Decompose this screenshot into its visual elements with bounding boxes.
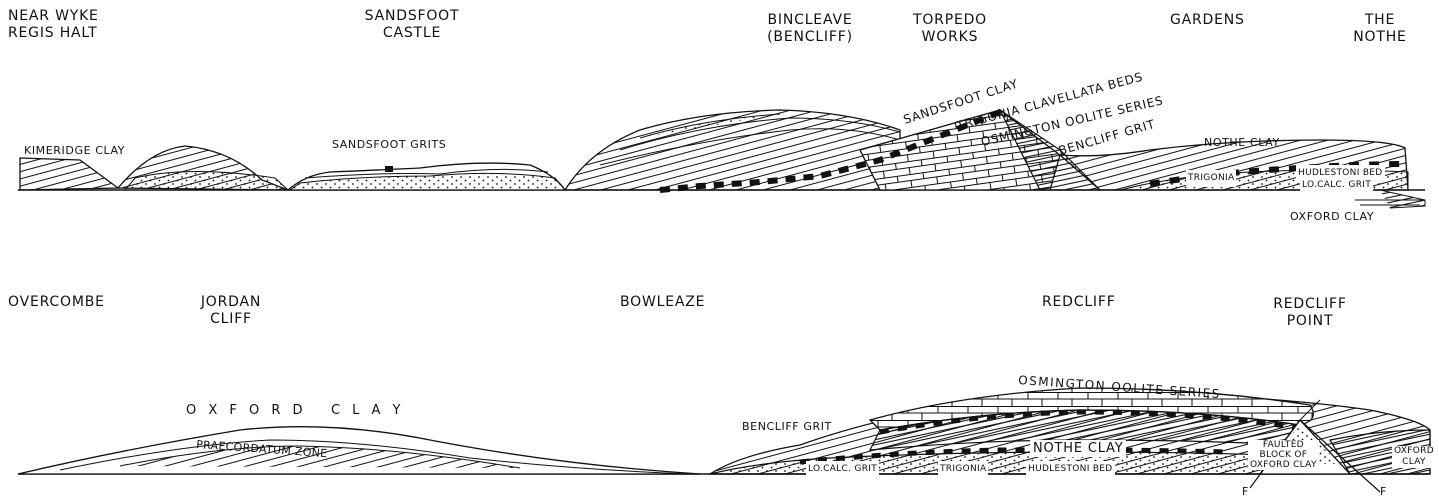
label-bencliff-grit-bottom: BENCLIFF GRIT <box>742 418 832 435</box>
label-faulted-line2: BLOCK OF <box>1250 450 1317 460</box>
label-trigonia-top: TRIGONIA <box>1186 170 1236 187</box>
label-fault-west: F <box>1242 483 1249 500</box>
label-nothe-clay-bottom: NOTHE CLAY <box>1030 440 1126 457</box>
place-near-wyke: NEAR WYKE REGIS HALT <box>8 8 99 42</box>
label-lo-calc-grit-bottom: LO.CALC. GRIT <box>806 461 879 478</box>
place-jordan-cliff: JORDAN CLIFF <box>186 294 276 328</box>
place-bincleave-line1: BINCLEAVE <box>755 12 865 29</box>
top-section <box>18 110 1425 208</box>
label-fault-east: F <box>1380 483 1387 500</box>
place-sandsfoot-line1: SANDSFOOT <box>352 8 472 25</box>
place-redcliff-point: REDCLIFF POINT <box>1255 296 1365 330</box>
place-torpedo-line2: WORKS <box>905 29 995 46</box>
label-hudlestoni-bottom: HUDLESTONI BED <box>1026 461 1115 478</box>
place-near-wyke-line1: NEAR WYKE <box>8 8 99 25</box>
place-redcliff-point-line2: POINT <box>1255 313 1365 330</box>
label-oxford-clay-bottom: O X F O R D C L A Y <box>186 402 405 419</box>
label-oxford-right-line1: OXFORD <box>1394 446 1434 457</box>
place-torpedo-line1: TORPEDO <box>905 12 995 29</box>
label-oxford-clay-right: OXFORD CLAY <box>1392 446 1436 468</box>
place-near-wyke-line2: REGIS HALT <box>8 25 99 42</box>
place-torpedo-works: TORPEDO WORKS <box>905 12 995 46</box>
label-nothe-clay-top: NOTHE CLAY <box>1204 134 1280 151</box>
label-faulted-line3: OXFORD CLAY <box>1250 460 1317 470</box>
place-bowleaze: BOWLEAZE <box>620 294 705 311</box>
castle-marker <box>385 166 393 172</box>
label-trigonia-bottom: TRIGONIA <box>938 461 988 478</box>
place-redcliff-point-line1: REDCLIFF <box>1255 296 1365 313</box>
place-jordan-line1: JORDAN <box>186 294 276 311</box>
place-nothe-line1: THE <box>1340 12 1420 29</box>
label-faulted-line1: FAULTED <box>1250 440 1317 450</box>
place-redcliff: REDCLIFF <box>1042 294 1116 311</box>
place-gardens: GARDENS <box>1170 12 1245 29</box>
place-sandsfoot-castle: SANDSFOOT CASTLE <box>352 8 472 42</box>
place-sandsfoot-line2: CASTLE <box>352 25 472 42</box>
place-bincleave: BINCLEAVE (BENCLIFF) <box>755 12 865 46</box>
label-sandsfoot-grits: SANDSFOOT GRITS <box>332 136 446 153</box>
place-overcombe: OVERCOMBE <box>8 294 105 311</box>
place-jordan-line2: CLIFF <box>186 311 276 328</box>
label-oxford-right-line2: CLAY <box>1394 457 1434 468</box>
label-kimeridge-clay: KIMERIDGE CLAY <box>24 142 125 159</box>
kimeridge-clay-block <box>20 158 118 190</box>
place-the-nothe: THE NOTHE <box>1340 12 1420 46</box>
place-nothe-line2: NOTHE <box>1340 29 1420 46</box>
label-faulted-block: FAULTED BLOCK OF OXFORD CLAY <box>1248 440 1319 470</box>
place-bincleave-line2: (BENCLIFF) <box>755 29 865 46</box>
label-lo-calc-grit-top: LO.CALC. GRIT <box>1300 177 1373 194</box>
label-oxford-clay-top: OXFORD CLAY <box>1290 208 1374 225</box>
